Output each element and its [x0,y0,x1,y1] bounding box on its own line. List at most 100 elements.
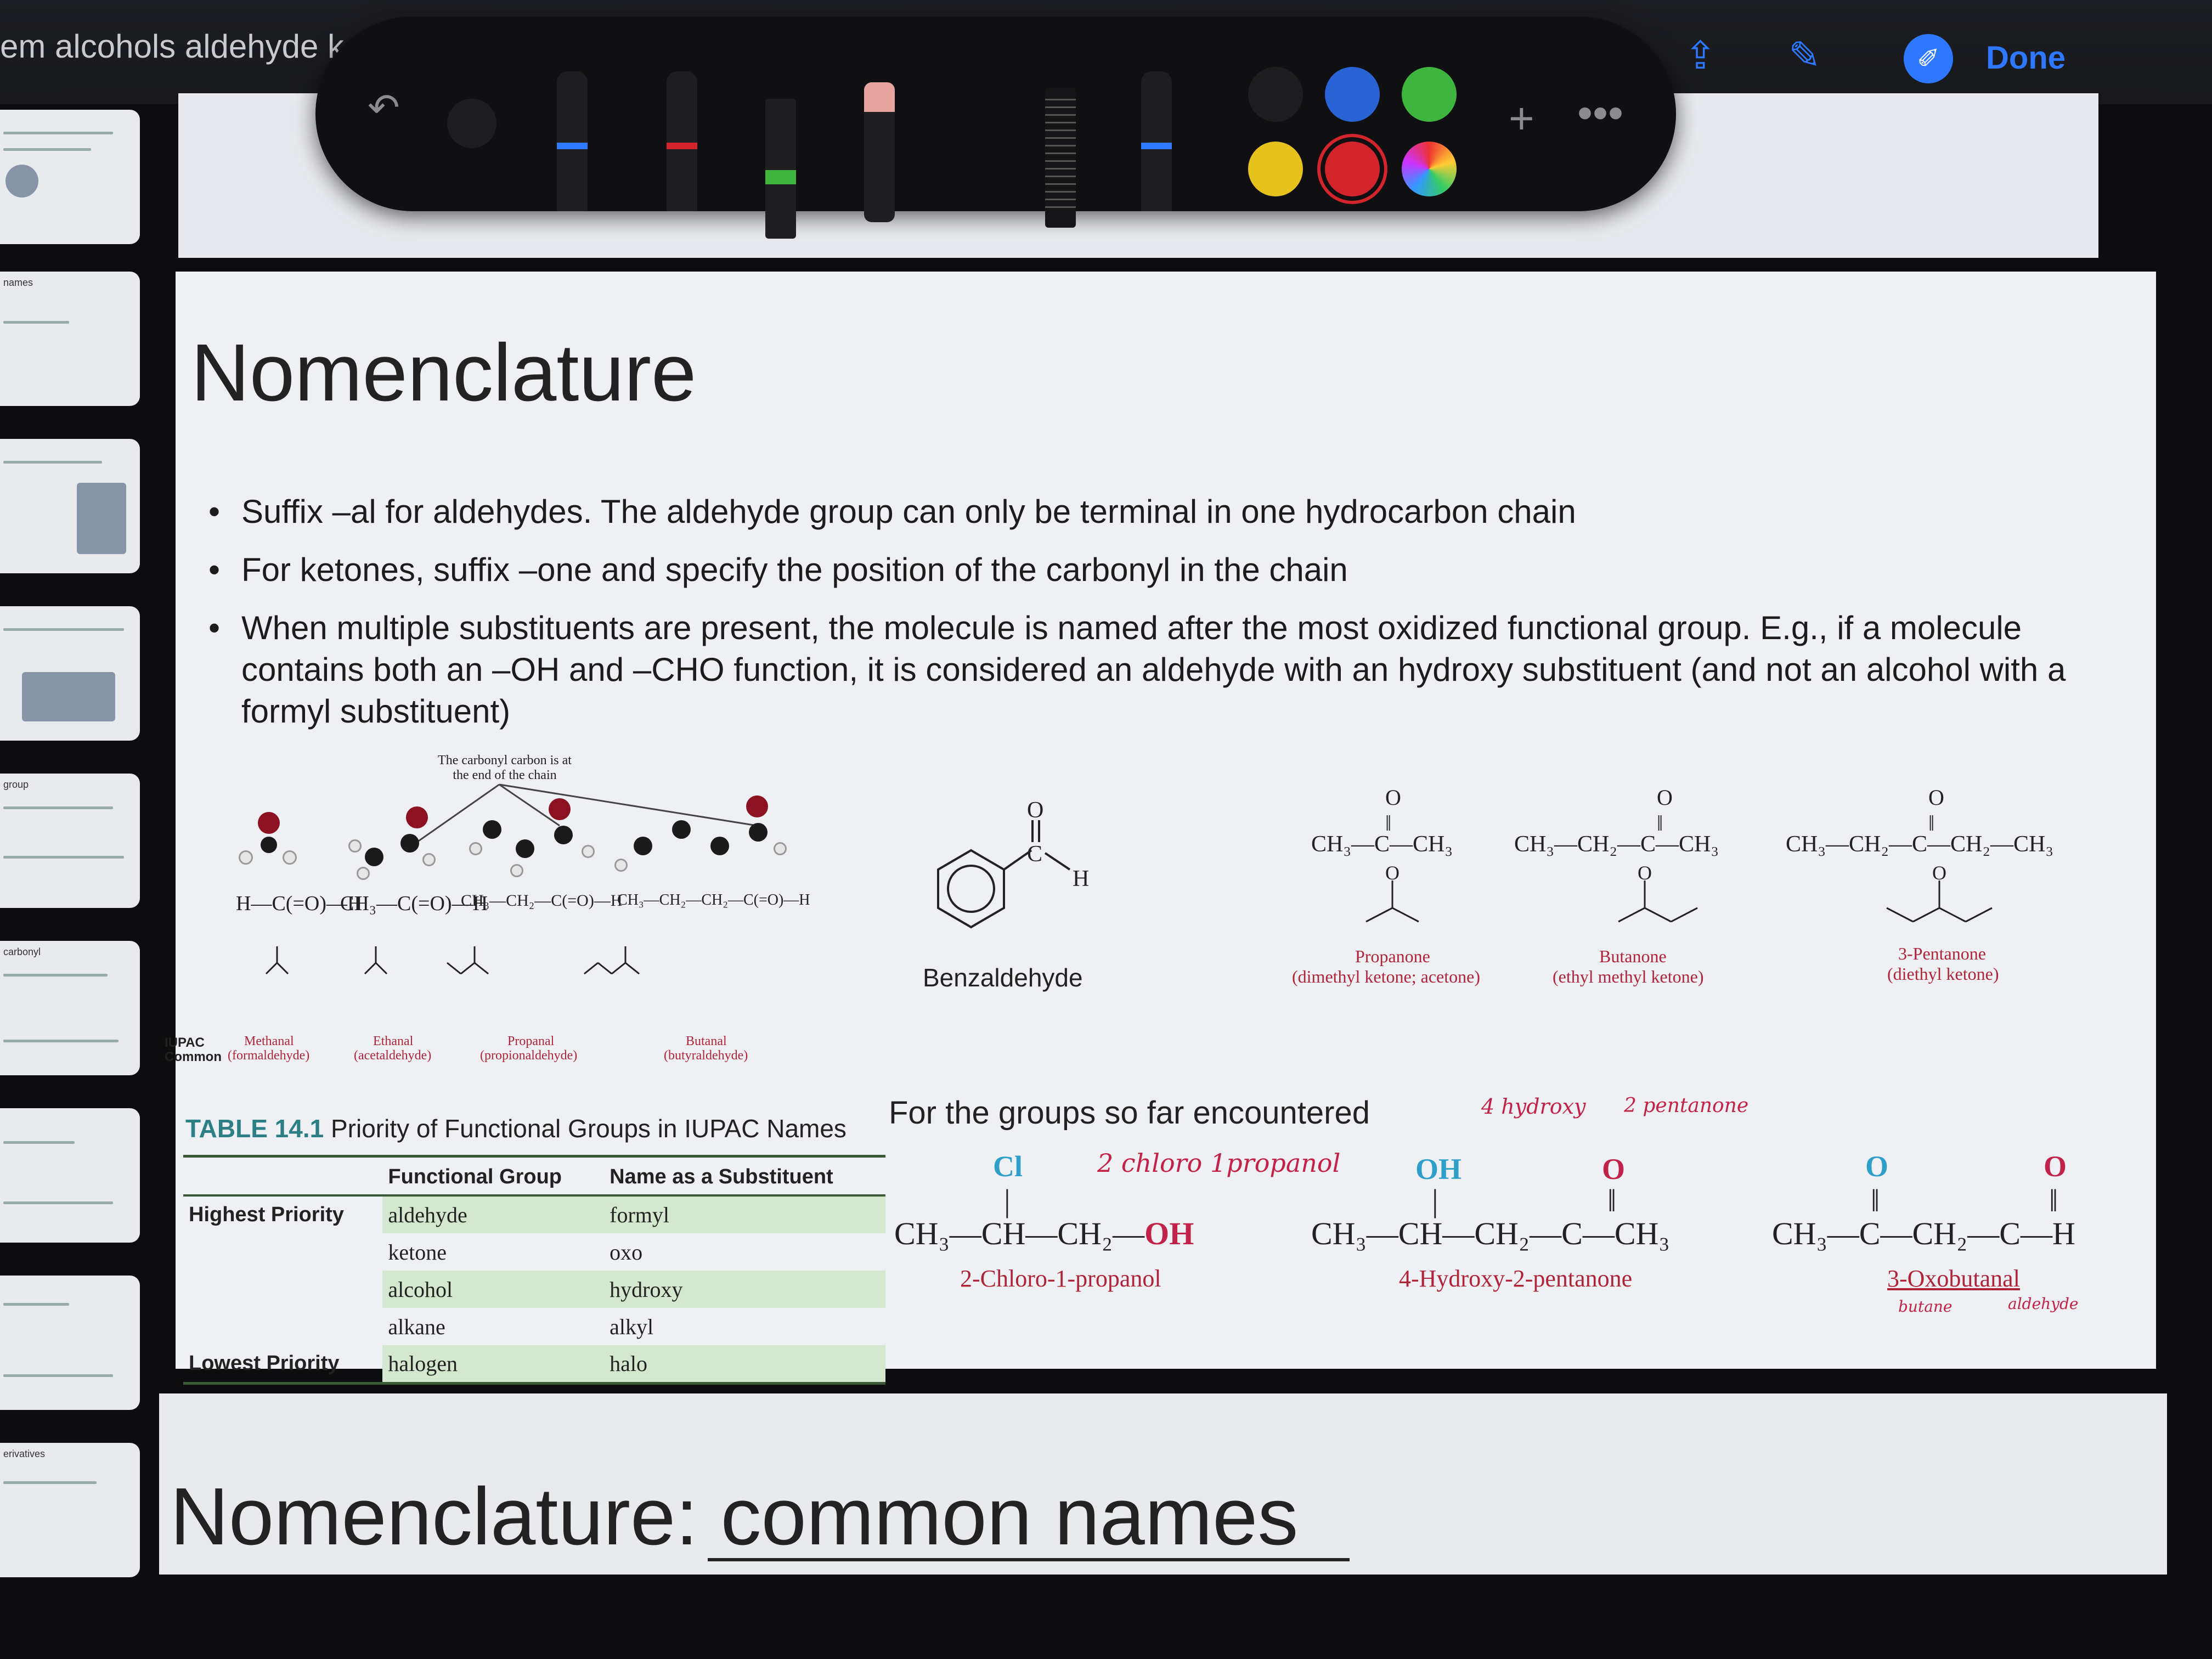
color-swatch-blue[interactable] [1325,67,1380,122]
markup-icon[interactable]: ✎ [1788,34,1821,77]
table-number: TABLE 14.1 [185,1114,324,1143]
hydrogen-atom [582,845,595,858]
thumb-text-line [3,321,69,324]
slide-thumbnail[interactable]: names [0,272,140,406]
color-swatch-yellow[interactable] [1248,142,1303,196]
slide-thumbnail[interactable]: erivatives [0,1443,140,1577]
hydrogen-atom [469,842,482,855]
handwritten-note: aldehyde [2008,1295,2079,1313]
ruler-tool[interactable] [1045,88,1076,228]
ethanal-structure: CH₃—C(=O)—H [340,892,488,915]
thumb-text-line [3,1303,69,1306]
handwritten-note: 4 hydroxy [1481,1094,1586,1119]
table-caption: TABLE 14.1 Priority of Functional Groups… [185,1114,847,1143]
thumb-text-line [3,1374,113,1377]
carbon-atom [365,848,383,866]
slide-thumbnail[interactable] [0,439,140,573]
hydroxypentanone-name: 4-Hydroxy-2-pentanone [1399,1265,1633,1292]
hydrogen-atom [422,853,436,866]
oxygen-atom [746,795,768,817]
handwritten-underline [708,1558,1350,1561]
ketone-oxygen: O‖ [1385,785,1401,836]
pen-red-tool[interactable] [667,71,697,211]
color-swatch-black[interactable] [1248,67,1303,122]
table-cell: formyl [604,1195,885,1233]
slide-thumbnail[interactable] [0,110,140,244]
oxobutanal-chain: CH₃—C—CH₂—C—H [1772,1216,2075,1251]
chloropropanol-name: 2-Chloro-1-propanol [960,1265,1161,1292]
thumb-image [22,672,115,721]
table-cell: hydroxy [604,1271,885,1308]
slide-thumbnail[interactable]: group [0,774,140,908]
carbonyl-oxygen: O [1602,1153,1626,1186]
thumb-text-line [3,974,108,977]
handwritten-note: butane [1898,1297,1953,1316]
table-row: ketone oxo [183,1233,885,1271]
oxygen-atom [258,812,280,834]
pen-color-band [557,143,588,149]
thumb-image [5,165,38,198]
color-swatch-red[interactable] [1325,142,1380,196]
eraser-tool[interactable] [864,82,895,222]
thumb-text-line [3,806,113,809]
carbon-atom [261,837,277,853]
aldehyde-common-name: (butyraldehyde) [664,1048,748,1063]
common-row-label: Common [165,1049,222,1064]
pen-color-band [765,170,796,184]
slide-thumbnail[interactable] [0,1276,140,1410]
bullet-item: When multiple substituents are present, … [208,607,2101,732]
thumb-title: carbonyl [3,946,41,957]
hydrogen-atom [614,859,628,872]
slide-thumbnail[interactable] [0,1108,140,1243]
svg-text:O: O [1638,864,1652,884]
carbon-atom [516,839,534,858]
benzaldehyde-label: Benzaldehyde [923,963,1083,992]
ruler-ticks [1045,99,1076,208]
pen-color-band [667,143,697,149]
thumb-text-line [3,461,102,464]
bullet-list: Suffix –al for aldehydes. The aldehyde g… [208,491,2101,749]
pencil-blue-tool[interactable] [1141,71,1172,211]
table-row: Lowest Priority halogen halo [183,1345,885,1385]
chloro-substituent: Cl [993,1150,1023,1183]
done-button[interactable]: Done [1986,40,2066,76]
thumb-title: names [3,277,33,288]
thumb-text-line [3,1481,97,1484]
table-cell [183,1233,382,1271]
color-swatch-green[interactable] [1402,67,1457,122]
table-cell: oxo [610,1239,643,1265]
bond-line: | [1004,1183,1011,1218]
svg-text:O: O [1385,864,1400,884]
table-row: Highest Priority aldehyde formyl [183,1195,885,1233]
add-tool-button[interactable]: + [1509,94,1534,143]
slide-thumbnail[interactable] [0,606,140,741]
pen-color-band [1141,143,1172,149]
share-icon[interactable]: ⇪ [1684,34,1717,77]
table-cell: halo [604,1345,885,1385]
table-cell: Highest Priority [189,1203,344,1226]
pen-blue-tool[interactable] [557,71,588,211]
oxobutanal-name: 3-Oxobutanal [1887,1265,2020,1292]
aldehyde-iupac-name: Ethanal [373,1034,414,1048]
slide-thumbnail[interactable]: carbonyl [0,941,140,1075]
hydroxypentanone-chain: CH₃—CH—CH₂—C—CH₃ [1311,1216,1670,1251]
hydrogen-atom [239,850,253,865]
table-header: Functional Group [382,1155,605,1197]
table-caption-text: Priority of Functional Groups in IUPAC N… [331,1114,847,1143]
color-picker-multicolor[interactable] [1402,142,1457,196]
table-cell [183,1271,382,1308]
document-title: em alcohols aldehyde k [0,28,345,65]
carbon-atom [400,834,419,853]
slide-thumbnail-sidebar: names group carbonyl erivatives [0,104,148,1659]
table-cell [183,1308,382,1345]
redo-icon[interactable] [447,99,496,148]
more-tools-button[interactable]: ••• [1577,88,1624,137]
highlighter-green-tool[interactable] [765,99,796,239]
aldehyde-iupac-name: Propanal [507,1034,555,1048]
aldehyde-common-name: (propionaldehyde) [480,1048,578,1063]
oxygen-atom [549,798,571,820]
pentanone-name: 3-Pentanone [1898,944,1986,963]
undo-icon[interactable]: ↶ [368,86,400,129]
pencil-circle-icon[interactable]: ✐ [1904,34,1953,83]
carbon-atom [672,820,691,839]
